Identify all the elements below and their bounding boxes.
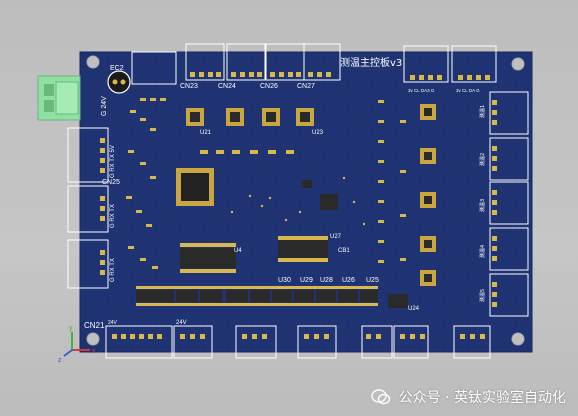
label-u29: U29 (300, 277, 313, 284)
side-label-3: 测温3 (479, 199, 486, 212)
right-connector-pins (492, 100, 497, 307)
optocoupler-pads (136, 286, 378, 306)
vias (230, 176, 366, 226)
board-title: 测温主控板v3 (340, 56, 402, 69)
watermark-text: 公众号 · 英钛实验室自动化 (398, 390, 566, 406)
left-connector-pins (100, 138, 105, 275)
label-grxtx-2: G RX TX (110, 204, 116, 228)
label-u27: U27 (330, 234, 342, 240)
label-cn23: CN23 (180, 83, 198, 90)
side-label-4: 测温4 (479, 245, 486, 258)
label-u30: U30 (278, 277, 291, 284)
axis-y-label: y (69, 325, 73, 332)
axis-z-label: z (58, 357, 62, 364)
label-grxtx-1: G RX TX 5V (110, 145, 116, 178)
label-u25: U25 (366, 277, 379, 284)
left-connectors (67, 127, 109, 289)
ic-u4 (180, 243, 236, 273)
label-ec2: EC2 (110, 65, 124, 72)
label-conn-tr-1: 3v CL DA3 G (408, 88, 435, 93)
label-u4: U4 (234, 248, 242, 254)
optocoupler-row (136, 290, 408, 308)
label-cn27: CN27 (297, 83, 315, 90)
mount-hole (511, 332, 525, 346)
label-grxtx-3: G RX TX (110, 258, 116, 282)
bottom-connector-pins (112, 334, 485, 339)
top-connector-pins (190, 72, 490, 80)
label-cn21: CN21 (84, 321, 105, 330)
bottom-connectors (105, 325, 491, 359)
label-u23: U23 (312, 130, 324, 136)
mount-hole (86, 55, 100, 69)
right-connectors (489, 91, 529, 317)
mcu-chip (176, 168, 214, 206)
capacitor-ec2 (107, 70, 131, 94)
label-u26: U26 (342, 277, 355, 284)
watermark: 公众号 · 英钛实验室自动化 (370, 384, 566, 410)
smd-components (126, 98, 406, 269)
sensor-chip-column-right (420, 104, 436, 286)
label-cn24: CN24 (218, 83, 236, 90)
mount-hole (86, 332, 100, 346)
label-cn26: CN26 (260, 83, 278, 90)
sensor-chip-row-top (186, 108, 314, 126)
axis-triad (63, 332, 90, 357)
label-u21: U21 (200, 130, 212, 136)
label-cn25: CN25 (102, 179, 120, 186)
ic-u27 (278, 236, 328, 262)
top-connectors (131, 43, 497, 85)
side-label-2: 测温2 (479, 153, 486, 166)
pcb-board (79, 51, 533, 353)
label-cb1: CB1 (338, 248, 350, 254)
label-conn-tr-2: 3v CL DA G (456, 88, 480, 93)
label-24v-1: 24V (108, 320, 118, 326)
label-u28: U28 (320, 277, 333, 284)
wechat-icon (370, 389, 390, 405)
power-terminal[interactable] (37, 75, 81, 121)
transistors (302, 180, 338, 210)
mount-hole (511, 57, 525, 71)
label-24v-2: 24V (176, 320, 187, 326)
label-u24: U24 (408, 306, 420, 312)
label-g24v: G 24V (101, 96, 108, 116)
side-label-1: 测温1 (479, 105, 486, 118)
axis-x-label: x (92, 348, 96, 355)
side-label-5: 测温5 (479, 289, 486, 302)
